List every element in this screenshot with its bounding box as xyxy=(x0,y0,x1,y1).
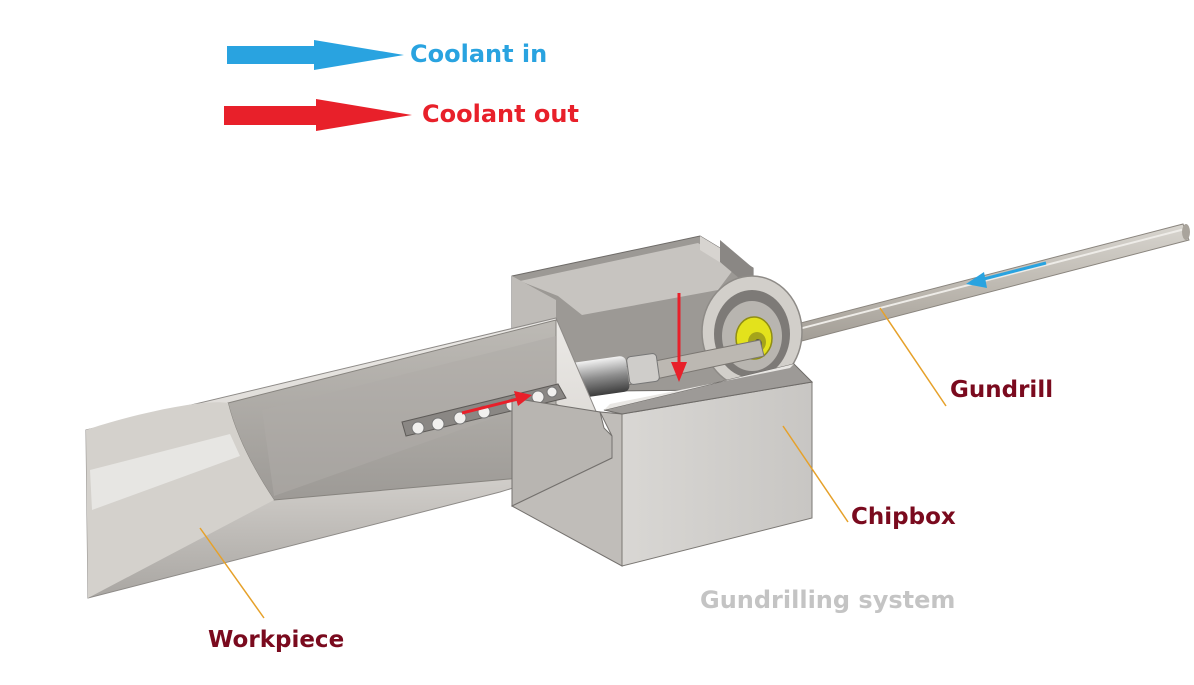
coolant-out-arrow-head xyxy=(316,99,412,131)
diagram-caption: Gundrilling system xyxy=(700,586,956,614)
chipbox-front xyxy=(510,363,814,567)
coolant-in-legend-label: Coolant in xyxy=(410,40,548,68)
coolant-out-legend-label: Coolant out xyxy=(422,100,579,128)
coolant-in-flow-head xyxy=(966,272,987,288)
coolant-out-arrow-icon xyxy=(224,99,412,131)
gundrill-label: Gundrill xyxy=(950,377,1054,403)
workpiece-leader-line xyxy=(199,527,265,619)
coolant-out-flow-head xyxy=(514,391,532,406)
workpiece-label: Workpiece xyxy=(208,627,345,653)
chipbox-label: Chipbox xyxy=(851,504,956,530)
coolant-in-arrow-icon xyxy=(227,40,404,70)
coolant-out-flow-head xyxy=(671,362,687,382)
coolant-out-flow-line xyxy=(461,397,519,415)
coolant-in-arrow-shaft xyxy=(227,46,319,64)
leader-lines xyxy=(199,307,947,619)
coolant-in-flow-line xyxy=(979,261,1047,282)
coolant-in-flow-arrow-gundrill xyxy=(966,261,1047,288)
gundrill-leader-line xyxy=(879,307,947,407)
coolant-in-arrow-head xyxy=(314,40,404,70)
coolant-out-flow-arrow-chipbox xyxy=(671,293,687,382)
chipbox-leader-line xyxy=(782,425,849,523)
coolant-out-flow-arrow-workpiece xyxy=(461,391,532,415)
coolant-out-arrow-shaft xyxy=(224,106,322,125)
